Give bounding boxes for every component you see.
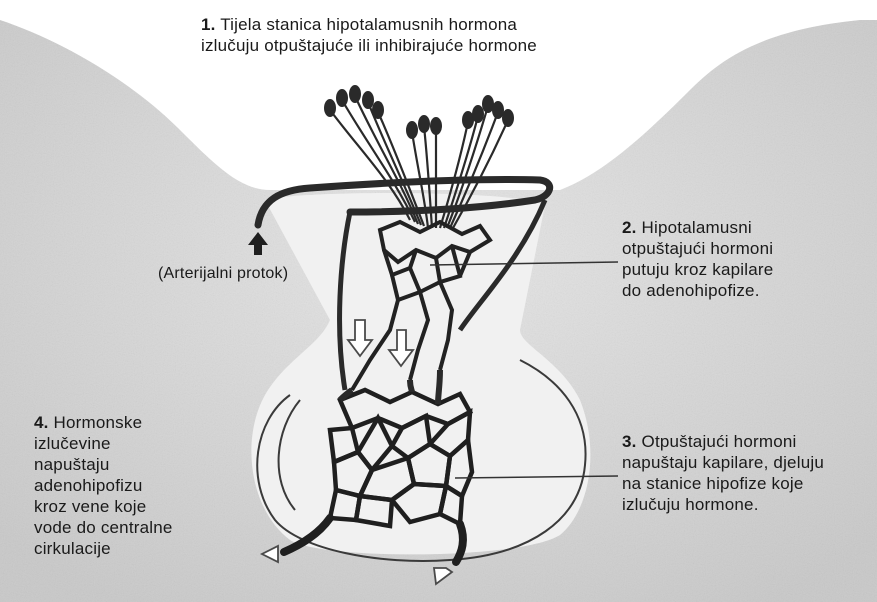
arterial-flow-label: (Arterijalni protok) xyxy=(158,263,288,284)
callout-4-line-4: adenohipofizu xyxy=(34,475,173,496)
title-line-2: izlučuju otpuštajuće ili inhibirajuće ho… xyxy=(201,35,537,56)
callout-3-line-2: napuštaju kapilare, djeluju xyxy=(622,452,824,473)
callout-4-number: 4. xyxy=(34,413,49,432)
callout-2-line-1: 2. Hipotalamusni xyxy=(622,217,773,238)
title-number: 1. xyxy=(201,15,216,34)
title-line-1: 1. Tijela stanica hipotalamusnih hormona xyxy=(201,14,537,35)
callout-2: 2. Hipotalamusni otpuštajući hormoni put… xyxy=(622,217,773,301)
callout-3-line-3: na stanice hipofize koje xyxy=(622,473,824,494)
callout-3-number: 3. xyxy=(622,432,637,451)
callout-2-line-4: do adenohipofize. xyxy=(622,280,773,301)
callout-4-line-5: kroz vene koje xyxy=(34,496,173,517)
callout-4-line-7: cirkulacije xyxy=(34,538,173,559)
callout-3-line-1: 3. Otpuštajući hormoni xyxy=(622,431,824,452)
callout-3: 3. Otpuštajući hormoni napuštaju kapilar… xyxy=(622,431,824,515)
callout-4-line-1: 4. Hormonske xyxy=(34,412,173,433)
callout-2-line-2: otpuštajući hormoni xyxy=(622,238,773,259)
callout-2-line-3: putuju kroz kapilare xyxy=(622,259,773,280)
callout-3-line-4: izlučuju hormone. xyxy=(622,494,824,515)
neuron-somas xyxy=(324,85,514,139)
title-label: 1. Tijela stanica hipotalamusnih hormona… xyxy=(201,14,537,56)
callout-4-line-6: vode do centralne xyxy=(34,517,173,538)
callout-4: 4. Hormonske izlučevine napuštaju adenoh… xyxy=(34,412,173,559)
callout-2-number: 2. xyxy=(622,218,637,237)
callout-4-line-3: napuštaju xyxy=(34,454,173,475)
callout-4-line-2: izlučevine xyxy=(34,433,173,454)
